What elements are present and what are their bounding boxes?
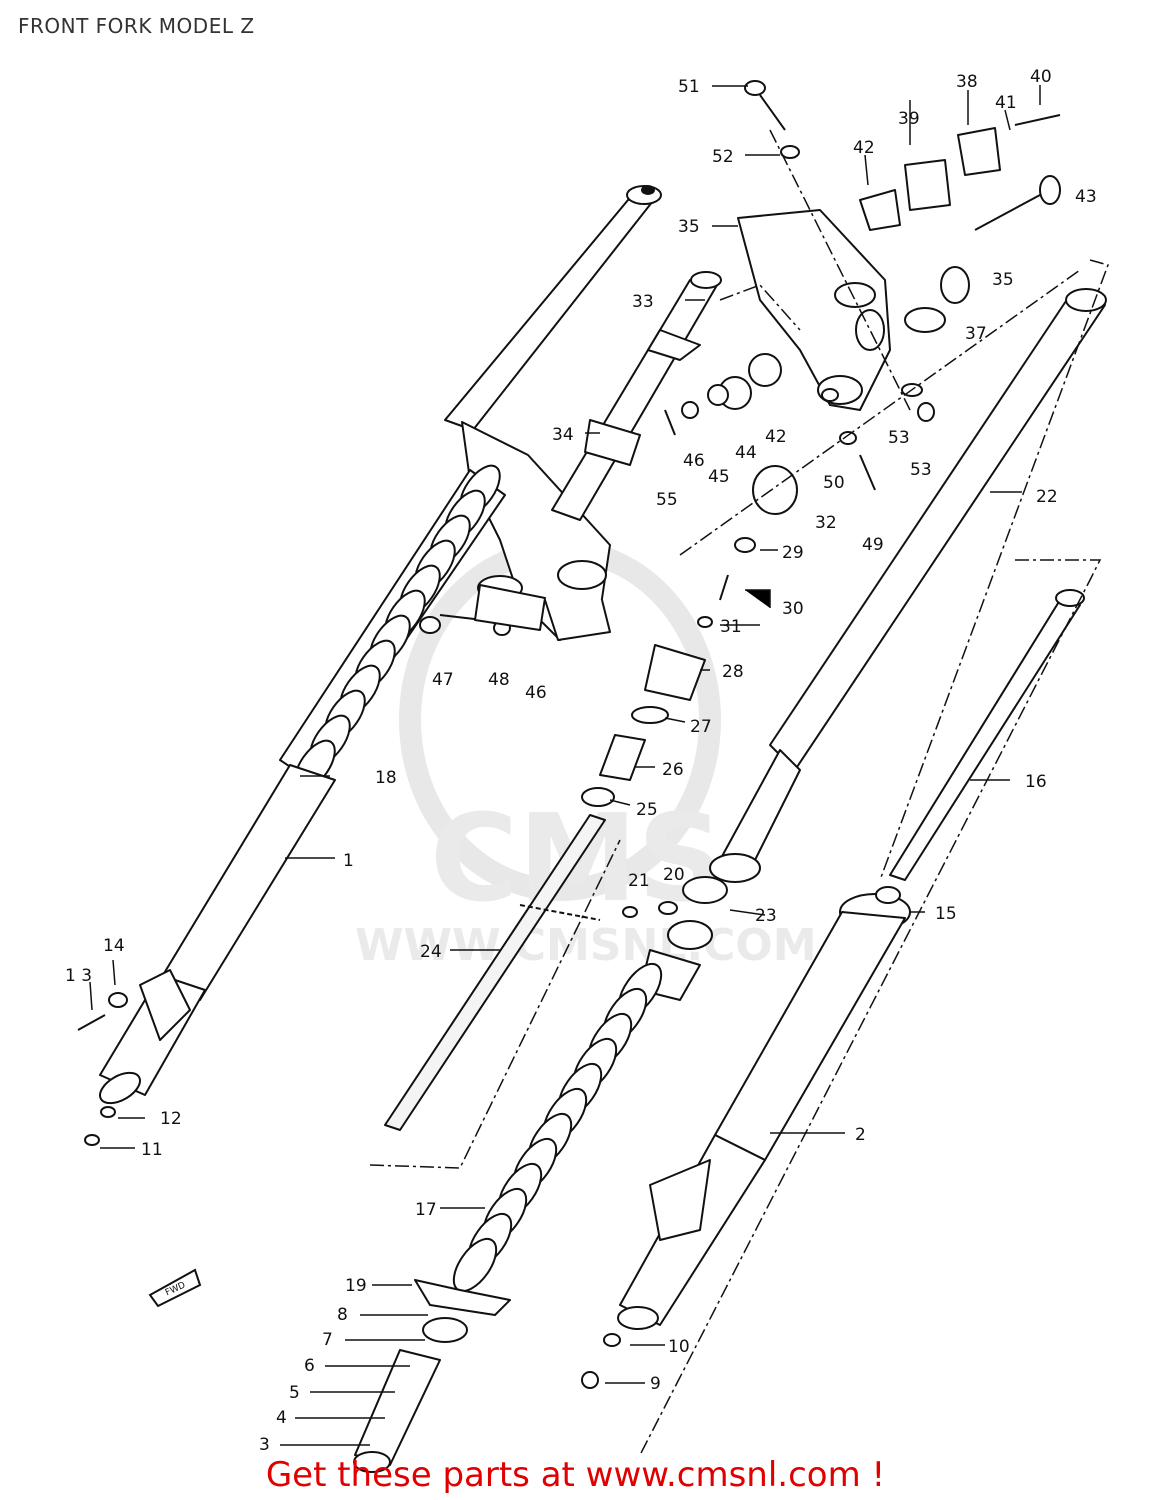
watermark-url: WWW.CMSNL.COM: [355, 920, 817, 971]
callout-52: 51: [678, 77, 700, 97]
callout-21: 21: [628, 871, 650, 891]
callout-19: 19: [345, 1276, 367, 1296]
callout-15: 15: [935, 904, 957, 924]
callout-4: 4: [276, 1408, 287, 1428]
callout-12: 12: [160, 1109, 182, 1129]
outer-tube-2: [581, 886, 911, 1389]
callout-24: 24: [420, 942, 442, 962]
callout-47: 46: [525, 683, 547, 703]
callout-18: 18: [375, 768, 397, 788]
assembly-lines: [369, 129, 1109, 1456]
callout-9: 9: [650, 1374, 661, 1394]
callout-11: 11: [141, 1140, 163, 1160]
callout-17: 17: [415, 1200, 437, 1220]
callout-44: 44: [735, 443, 757, 463]
upper-bracket: [737, 209, 891, 411]
callout-42-top: 42: [853, 138, 875, 158]
page-title: FRONT FORK MODEL Z: [18, 14, 255, 38]
callout-54: 53: [910, 460, 932, 480]
callout-25: 25: [636, 800, 658, 820]
callout-39: 39: [898, 109, 920, 129]
callout-26: 26: [662, 760, 684, 780]
callout-42-lower: 42: [765, 427, 787, 447]
callout-2: 2: [855, 1125, 866, 1145]
callout-3: 3: [259, 1435, 270, 1455]
callout-27: 27: [690, 717, 712, 737]
leader-lines: [89, 85, 1041, 1446]
callout-41: 41: [995, 93, 1017, 113]
callout-35-bolt: 35: [992, 270, 1014, 290]
callout-16: 16: [1025, 772, 1047, 792]
damper-rod-16: [889, 589, 1085, 881]
callout-1: 1: [343, 851, 354, 871]
callout-22: 22: [1036, 487, 1058, 507]
callout-34: 34: [552, 425, 574, 445]
handlebar-clamp-parts: [664, 80, 1061, 628]
cms-watermark: CMS WWW.CMSNL.COM: [355, 539, 817, 971]
callout-45: 45: [708, 467, 730, 487]
callout-48: 47: [432, 670, 454, 690]
callout-37: 37: [965, 324, 987, 344]
drain-screw-parts: [77, 992, 128, 1146]
callout-55: 55: [656, 490, 678, 510]
callout-10: 10: [668, 1337, 690, 1357]
callout-49: 48: [488, 670, 510, 690]
bellows-17: [353, 962, 663, 1473]
callout-8: 8: [337, 1305, 348, 1325]
right-fork-assembly: [622, 288, 1107, 1001]
callout-50: 49: [862, 535, 884, 555]
callout-layer: 51 52 35 33 34 42 39 38 41 40 43 35 37 4…: [65, 67, 1097, 1455]
callout-5: 5: [289, 1383, 300, 1403]
callout-23: 23: [755, 906, 777, 926]
callout-43: 43: [1075, 187, 1097, 207]
callout-7: 7: [322, 1330, 333, 1350]
callout-33: 33: [632, 292, 654, 312]
callout-30: 30: [782, 599, 804, 619]
left-bellows: [279, 464, 506, 791]
callout-32: 32: [815, 513, 837, 533]
parts-shop-link[interactable]: Get these parts at www.cmsnl.com !: [265, 1455, 886, 1495]
callout-40: 40: [1030, 67, 1052, 87]
callout-38: 38: [956, 72, 978, 92]
callout-35-bracket: 35: [678, 217, 700, 237]
forward-direction-marker: FWD: [148, 1268, 202, 1308]
callout-20: 20: [663, 865, 685, 885]
callout-46: 46: [683, 451, 705, 471]
callout-51: 50: [823, 473, 845, 493]
callout-31: 31: [720, 617, 742, 637]
callout-14: 14: [103, 936, 125, 956]
callout-13: 1 3: [65, 966, 92, 986]
callout-53-lower: 53: [888, 428, 910, 448]
callout-6: 6: [304, 1356, 315, 1376]
callout-28: 28: [722, 662, 744, 682]
callout-29: 29: [782, 543, 804, 563]
left-fork-assembly: [99, 185, 662, 1105]
callout-53-top: 52: [712, 147, 734, 167]
fork-internals: [384, 584, 706, 1131]
